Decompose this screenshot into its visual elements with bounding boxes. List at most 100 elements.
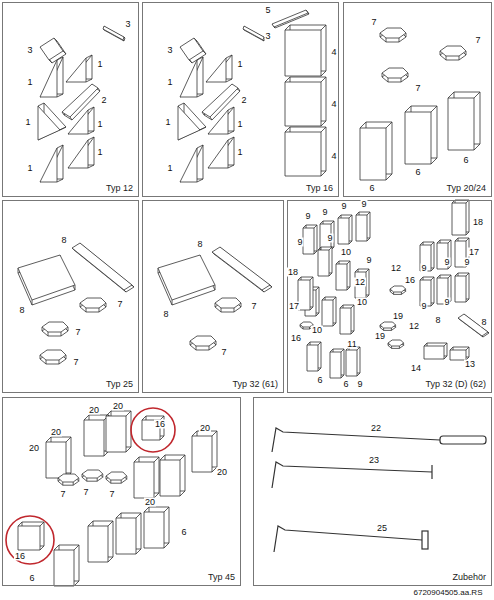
callout-number: 3 (166, 46, 173, 55)
brick-edge (40, 546, 44, 550)
brick-face (448, 98, 474, 150)
callout-number: 8 (162, 310, 169, 319)
brick-edge (97, 478, 98, 481)
slab-brick (452, 200, 469, 235)
triangle-brick (68, 137, 94, 168)
brick-face (340, 308, 351, 334)
brick-edge (341, 349, 344, 352)
brick-edge (351, 331, 354, 334)
callout-number: 10 (340, 248, 352, 257)
brick-edge (210, 117, 212, 120)
panel-frame: Typ 25 (2, 200, 139, 393)
callout-number: 3 (26, 46, 33, 55)
brick-face (458, 314, 488, 336)
brick-edge (66, 437, 71, 442)
callout-number: 9 (443, 298, 450, 307)
brick-edge (228, 107, 234, 110)
callout-number: 5 (264, 6, 271, 15)
slab-brick (18, 522, 44, 550)
brick-face (208, 110, 228, 134)
brick-edge (455, 273, 458, 276)
slab-brick (88, 521, 113, 562)
slab-brick (192, 431, 217, 472)
callout-number: 7 (116, 300, 123, 309)
brick-edge (160, 455, 165, 460)
brick-edge (360, 122, 366, 128)
brick-face (459, 315, 489, 337)
brick-face (66, 58, 86, 82)
callout-number: 1 (166, 164, 173, 173)
callout-number: 1 (26, 78, 33, 87)
brick-edge (356, 212, 359, 215)
brick-edge (448, 275, 451, 278)
brick-face (180, 60, 197, 97)
slab-brick (322, 297, 336, 326)
slab-brick (338, 215, 352, 244)
triangle-brick (103, 26, 125, 41)
brick-edge (73, 482, 74, 485)
callout-number: 1 (24, 118, 31, 127)
baffle-plate (72, 243, 134, 292)
brick-edge (215, 285, 216, 290)
callout-number: 14 (410, 364, 422, 373)
tool-handle (440, 436, 486, 444)
brick-edge (341, 375, 344, 378)
brick-face (84, 420, 104, 456)
callout-number: 19 (374, 332, 386, 341)
brick-edge (322, 297, 325, 300)
brick-edge (46, 437, 51, 442)
brick-edge (340, 305, 343, 308)
brick-edge (32, 300, 33, 305)
brick-edge (388, 78, 389, 82)
callout-number: 8 (434, 316, 441, 325)
brick-face (212, 247, 270, 290)
tool-scraper (422, 531, 428, 549)
brick-edge (331, 221, 334, 224)
callout-number: 1 (164, 118, 171, 127)
brick-face (160, 460, 180, 496)
brick-face (42, 322, 68, 332)
brick-edge (466, 238, 469, 241)
brick-face (285, 132, 321, 176)
callout-number: 1 (96, 148, 103, 157)
callout-number: 9 (365, 256, 372, 265)
panel-frame: Typ 12 (2, 2, 139, 197)
brick-face (272, 10, 308, 27)
triangle-brick (40, 145, 63, 182)
brick-edge (200, 127, 206, 130)
callout-number: 6 (368, 184, 375, 193)
brick-face (103, 26, 124, 40)
brick-edge (466, 273, 469, 276)
brick-edge (196, 346, 197, 350)
brick-edge (86, 478, 87, 481)
brick-edge (226, 79, 232, 82)
panel-title: Typ 32 (61) (231, 380, 279, 389)
brick-edge (164, 543, 169, 548)
brick-edge (444, 356, 447, 359)
brick-edge (197, 145, 203, 148)
callout-number: 18 (472, 218, 484, 227)
brick-face (18, 526, 40, 550)
small-brick (40, 350, 66, 364)
brick-face (330, 352, 341, 378)
brick-edge (49, 60, 52, 63)
slab-brick (455, 273, 469, 302)
panel-frame: Typ 32 (61) (142, 200, 284, 393)
brick-edge (126, 447, 131, 452)
brick-edge (228, 165, 234, 168)
brick-face (318, 250, 329, 276)
small-brick (382, 68, 408, 82)
callout-number: 8 (196, 240, 203, 249)
callout-number: 12 (390, 264, 402, 273)
brick-edge (59, 360, 60, 364)
brick-edge (88, 107, 94, 110)
callout-number: 11 (346, 340, 357, 349)
slab-brick (450, 347, 469, 360)
panel-title: Typ 25 (105, 380, 134, 389)
brick-edge (298, 277, 301, 280)
callout-number: 16 (154, 420, 166, 429)
brick-edge (357, 373, 360, 376)
brick-edge (136, 549, 141, 554)
brick-edge (474, 92, 480, 98)
callout-number: 22 (370, 424, 382, 433)
